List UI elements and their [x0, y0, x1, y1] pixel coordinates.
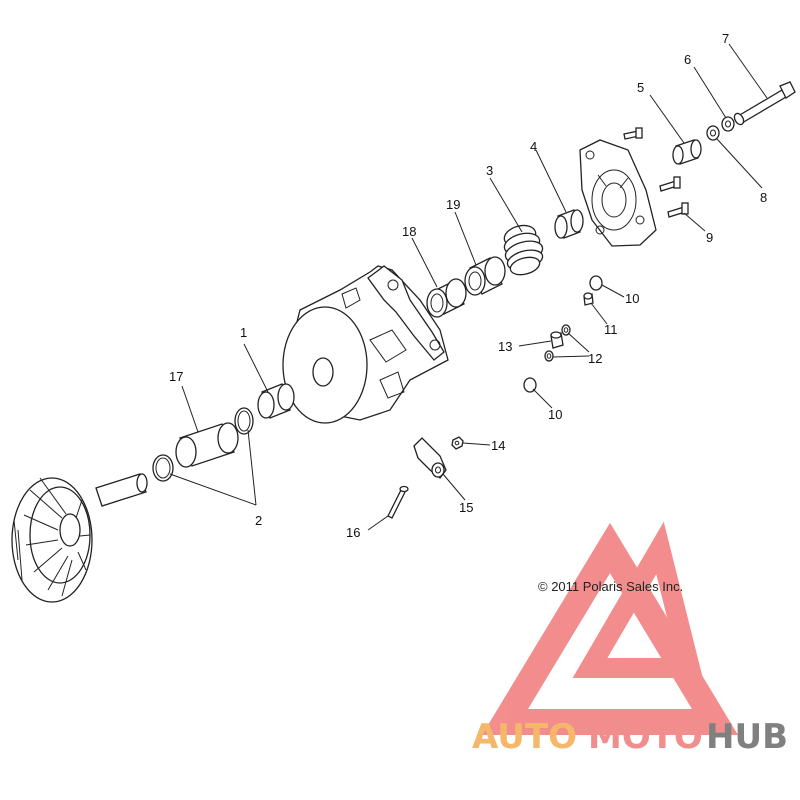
callout-15: 15 [459, 500, 473, 515]
watermark-text: AUTO MOTO HUB [472, 717, 788, 757]
part-4-bushing [554, 209, 584, 239]
part-18-bearing [426, 278, 467, 318]
callout-2: 2 [255, 513, 262, 528]
part-13-roller [550, 331, 564, 349]
watermark-moto: MOTO [588, 717, 703, 757]
watermark-logo [481, 521, 739, 735]
callout-10-top: 10 [625, 291, 639, 306]
watermark-hub: HUB [706, 717, 788, 757]
part-14-nut [451, 436, 464, 450]
fixed-sheave [11, 473, 148, 603]
part-19-bearing [464, 256, 506, 296]
callout-8: 8 [760, 190, 767, 205]
callout-17: 17 [169, 369, 183, 384]
part-8-washer [706, 125, 720, 141]
part-3-spring [503, 224, 544, 276]
part-6-washer [721, 116, 735, 132]
part-15-weight [413, 437, 447, 479]
callout-14: 14 [491, 438, 505, 453]
callout-7: 7 [722, 31, 729, 46]
part-16-pin [387, 485, 409, 519]
callout-9: 9 [706, 230, 713, 245]
callout-19: 19 [446, 197, 460, 212]
callout-13: 13 [498, 339, 512, 354]
callout-16: 16 [346, 525, 360, 540]
callout-1: 1 [240, 325, 247, 340]
part-17-bushing [175, 422, 239, 468]
part-2-snap-rings [152, 407, 254, 482]
part-7-bolt [733, 81, 796, 126]
cover-plate [579, 139, 657, 247]
leader-lines [169, 43, 768, 531]
part-11-pin [583, 292, 594, 306]
callout-5: 5 [637, 80, 644, 95]
watermark-auto: AUTO [472, 717, 577, 757]
callout-10-bottom: 10 [548, 407, 562, 422]
callout-12: 12 [588, 351, 602, 366]
part-12-washers [544, 324, 571, 362]
callout-11: 11 [604, 322, 618, 337]
moveable-sheave [282, 265, 449, 424]
copyright-text: © 2011 Polaris Sales Inc. [538, 579, 683, 594]
part-5-bushing [672, 139, 702, 165]
callout-labels: 1 2 3 4 5 6 7 8 9 10 10 11 12 13 14 15 1… [169, 31, 767, 540]
callout-18: 18 [402, 224, 416, 239]
callout-3: 3 [486, 163, 493, 178]
part-10-rollers [523, 275, 603, 393]
part-1-bushing [257, 383, 295, 419]
part-9-bolts [623, 127, 689, 218]
callout-6: 6 [684, 52, 691, 67]
callout-4: 4 [530, 139, 537, 154]
